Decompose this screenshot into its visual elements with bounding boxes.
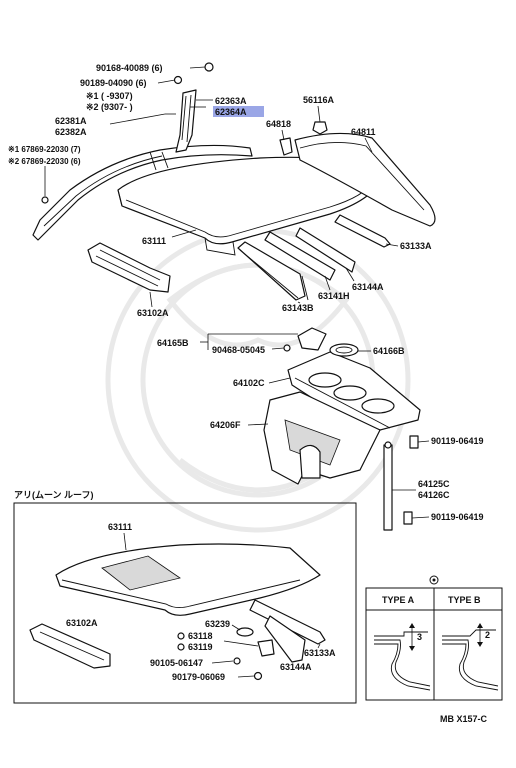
seal-64818[interactable] bbox=[279, 137, 293, 156]
label-67869a: ※1 67869-22030 (7) bbox=[8, 145, 81, 154]
label-63143b: 63143B bbox=[282, 303, 314, 313]
bolt-90168[interactable] bbox=[204, 62, 214, 72]
type-a-profile: 3 bbox=[374, 623, 431, 691]
inset-label-63119: 63119 bbox=[188, 642, 213, 652]
label-90189: 90189-04090 (6) bbox=[80, 78, 147, 88]
label-90119-top: 90119-06419 bbox=[431, 436, 484, 446]
pillar-62363a[interactable] bbox=[175, 89, 197, 153]
clip-56116a[interactable] bbox=[312, 121, 328, 135]
inset-roof-63111[interactable] bbox=[55, 543, 321, 616]
label-62364a: 62364A bbox=[215, 107, 247, 117]
panel-64811[interactable] bbox=[294, 132, 436, 227]
type-a-dim: 3 bbox=[417, 632, 422, 642]
inset-label-63133a: 63133A bbox=[304, 648, 336, 658]
label-63111: 63111 bbox=[142, 236, 166, 246]
label-90168: 90168-40089 (6) bbox=[96, 63, 163, 73]
inset-label-90105: 90105-06147 bbox=[150, 658, 203, 668]
main-labels: 90168-40089 (6) 90189-04090 (6) ※1 ( -93… bbox=[8, 63, 484, 522]
inset-label-63111: 63111 bbox=[108, 522, 132, 532]
pad-64165b[interactable] bbox=[297, 327, 327, 351]
type-b-dim: 2 bbox=[485, 630, 490, 640]
type-a-label: TYPE A bbox=[382, 595, 415, 605]
label-64206f: 64206F bbox=[210, 420, 241, 430]
label-note2: ※2 (9307- ) bbox=[86, 102, 133, 112]
label-64811: 64811 bbox=[351, 127, 376, 137]
label-63102a: 63102A bbox=[137, 308, 169, 318]
label-90468: 90468-05045 bbox=[212, 345, 265, 355]
diagram-code: MB X157-C bbox=[440, 714, 488, 724]
inset-label-90179: 90179-06069 bbox=[172, 672, 225, 682]
side-rail-62381a[interactable] bbox=[32, 144, 253, 241]
rear-panel-64206f[interactable] bbox=[263, 391, 381, 485]
label-64818: 64818 bbox=[266, 119, 291, 129]
clip-90468[interactable] bbox=[283, 344, 291, 352]
inset-frame bbox=[13, 502, 357, 704]
inset-clip-63239[interactable] bbox=[236, 627, 254, 637]
type-b-label: TYPE B bbox=[448, 595, 481, 605]
inset-label-63239: 63239 bbox=[205, 619, 230, 629]
label-62381a: 62381A bbox=[55, 116, 87, 126]
label-62382a: 62382A bbox=[55, 127, 87, 137]
inset-bow-63144a[interactable] bbox=[264, 615, 306, 663]
inset-header-63102a[interactable] bbox=[29, 623, 111, 669]
label-64166b: 64166B bbox=[373, 346, 405, 356]
label-64102c: 64102C bbox=[233, 378, 265, 388]
inset-bow-63133a[interactable] bbox=[249, 599, 326, 645]
inset-label-63144a: 63144A bbox=[280, 662, 312, 672]
roof-bows[interactable] bbox=[237, 214, 391, 301]
label-63133a: 63133A bbox=[400, 241, 432, 251]
inset-bolt-90105[interactable] bbox=[233, 657, 241, 665]
label-62363a: 62363A bbox=[215, 96, 247, 106]
inset-nut-90179[interactable] bbox=[253, 671, 263, 681]
type-b-profile: 2 bbox=[442, 623, 499, 691]
inset-bracket-63118[interactable] bbox=[177, 632, 275, 657]
inset-label-63118: 63118 bbox=[188, 631, 213, 641]
label-64165b: 64165B bbox=[157, 338, 189, 348]
grommet-64166b[interactable] bbox=[329, 343, 359, 357]
label-56116a: 56116A bbox=[303, 95, 335, 105]
label-63144a: 63144A bbox=[352, 282, 384, 292]
bolt-90119-bottom[interactable] bbox=[403, 511, 413, 525]
label-note1: ※1 ( -9307) bbox=[86, 91, 133, 101]
inset-label-63102a: 63102A bbox=[66, 618, 98, 628]
bolt-90119-top[interactable] bbox=[409, 435, 419, 449]
label-90119-bottom: 90119-06419 bbox=[431, 512, 484, 522]
front-header-63102a[interactable] bbox=[87, 242, 171, 293]
inset-title: アリ(ムーン ルーフ) bbox=[14, 490, 94, 500]
type-detail-box: TYPE A TYPE B 3 2 bbox=[365, 575, 503, 701]
bolt-90189[interactable] bbox=[173, 75, 183, 85]
moonroof-inset: アリ(ムーン ルーフ) 6311 bbox=[13, 490, 357, 704]
label-64126c: 64126C bbox=[418, 490, 450, 500]
strut-64125c[interactable] bbox=[383, 441, 393, 531]
clip-67869[interactable] bbox=[41, 196, 49, 204]
highlight-62364a bbox=[213, 106, 264, 117]
label-63141h: 63141H bbox=[318, 291, 350, 301]
label-64125c: 64125C bbox=[418, 479, 450, 489]
label-67869b: ※2 67869-22030 (6) bbox=[8, 157, 81, 166]
